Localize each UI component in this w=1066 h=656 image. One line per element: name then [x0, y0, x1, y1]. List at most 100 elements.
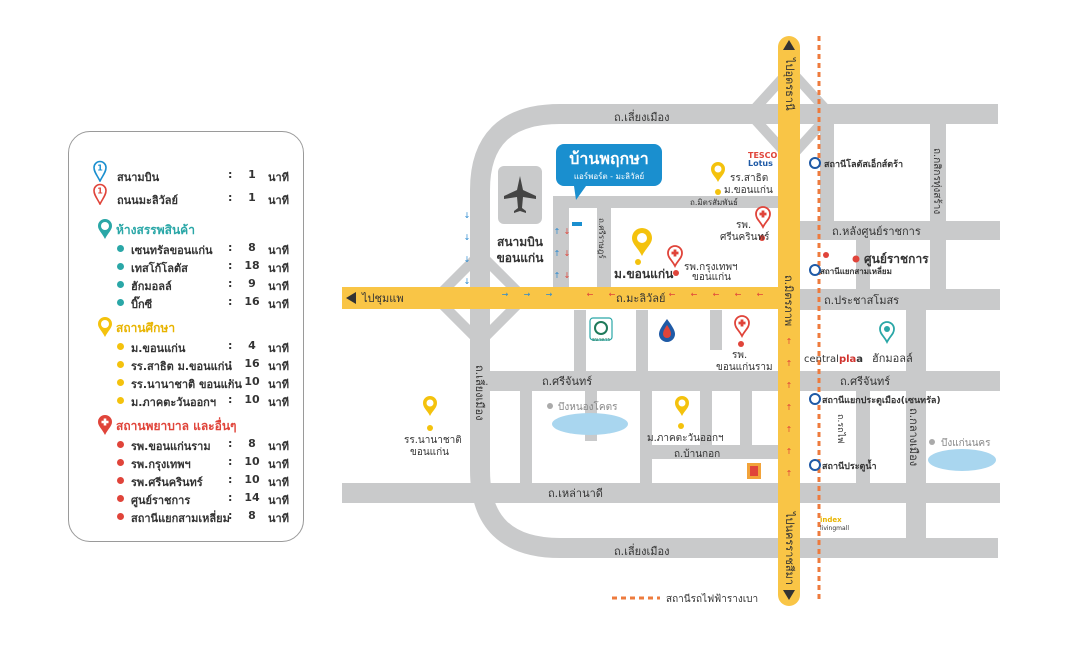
project-callout: บ้านพฤกษา แอร์พอร์ต - มะลิวัลย์	[556, 144, 662, 226]
nong-khot-label: บึงหนองโคตร	[558, 400, 618, 413]
svg-text:↑: ↑	[554, 227, 561, 236]
index-logo-text: livingmall	[820, 525, 849, 532]
hug-mall-label: ฮักมอลล์	[872, 352, 913, 365]
legend-item-name: ฮักมอลล์	[131, 280, 172, 293]
svg-text:←: ←	[587, 290, 594, 299]
svg-text:↓: ↓	[464, 255, 471, 264]
road-mittraphap	[778, 36, 800, 606]
hospital-pin-icon	[734, 315, 750, 339]
road-minor-d	[520, 391, 532, 483]
tesco-logo-text: TESCO	[748, 151, 778, 160]
legend-item-name: รพ.กรุงเทพฯ	[131, 458, 191, 471]
airport-label: สนามบิน	[497, 235, 544, 249]
legend-bullet-icon	[117, 343, 124, 350]
arrow-north-icon	[783, 40, 795, 50]
road-minor-f	[700, 391, 712, 451]
project-name: บ้านพฤกษา	[569, 149, 649, 168]
lake-kaen-nakhon	[928, 449, 996, 471]
srinagarind-label: รพ.	[736, 220, 751, 231]
legend-item-name: สถานีแยกสามเหลี่ยม	[131, 512, 230, 525]
road-label: ถ.กลางเมือง	[907, 408, 920, 466]
road-label: ถ.เหล่านาดี	[548, 487, 603, 500]
index-logo-text: index	[820, 516, 842, 524]
mall-pin-icon	[879, 321, 895, 345]
svg-text:←: ←	[609, 290, 616, 299]
road-label: ถ.เลี่ยงเมือง	[614, 109, 669, 124]
road-airport-access	[553, 196, 569, 304]
svg-text:↑: ↑	[786, 469, 793, 478]
bank-label: ธนาคาร	[592, 337, 610, 343]
road-minor-a	[574, 310, 586, 372]
legend-bullet-icon	[117, 397, 124, 404]
school-pin-icon	[98, 317, 112, 337]
road-khlang-muang	[906, 310, 926, 542]
station-label: สถานีแยกประตูเมือง(เซนทรัล)	[822, 394, 941, 406]
road-label: ถ.มิตรภาพ	[782, 275, 795, 326]
legend-item-airport: 1 สนามบิน : 1 นาที	[69, 160, 305, 184]
road-label: ถ.กสิกรทุ่งสร้าง	[931, 148, 943, 214]
svg-text:↑: ↑	[786, 381, 793, 390]
legend-bullet-icon	[117, 495, 124, 502]
road-minor-i	[856, 391, 870, 483]
legend-item-name: สนามบิน	[117, 171, 160, 184]
svg-text:↓: ↓	[464, 211, 471, 220]
legend-bullet-icon	[117, 245, 124, 252]
road-minor-b	[636, 310, 648, 372]
svg-text:←: ←	[669, 290, 676, 299]
hospital-pin-icon	[755, 206, 771, 230]
legend-item-name: ม.ภาคตะวันออกฯ	[131, 396, 217, 409]
road-label: ถ.ประชาสโมสร	[824, 293, 899, 307]
road-label: ถ.หลังศูนย์ราชการ	[832, 225, 921, 238]
airport-label: ขอนแก่น	[497, 251, 545, 265]
road-lang-sunrachakan	[800, 221, 1000, 240]
ptt-logo-icon	[659, 319, 675, 342]
school-pin-icon	[632, 228, 652, 256]
road-label: ไปชุมแพ	[361, 292, 404, 305]
satit-label: รร.สาธิต	[730, 173, 768, 184]
central-logo-text: centralplaa	[804, 354, 863, 365]
svg-text:↑: ↑	[786, 403, 793, 412]
legend-item-name: รร.นานาชาติ ขอนแก่น	[131, 378, 242, 391]
road-lao-na-di	[342, 483, 1000, 503]
road-label: ถ.มิตรสัมพันธ์	[690, 197, 738, 207]
svg-text:↑: ↑	[554, 271, 561, 280]
road-minor-k	[820, 122, 834, 222]
svg-text:1: 1	[97, 187, 103, 196]
legend-bullet-icon	[117, 477, 124, 484]
road-mitsamphan	[569, 196, 787, 208]
legend-item-name: เซนทรัลขอนแก่น	[131, 244, 213, 257]
khonkaenram-label: ขอนแก่นราม	[716, 362, 773, 373]
legend-item-name: เทสโก้โลตัส	[131, 262, 188, 275]
svg-text:→: →	[546, 290, 553, 299]
lotus-logo-text: Lotus	[748, 159, 773, 168]
school-pin-icon	[423, 396, 437, 416]
road-minor-h	[640, 391, 652, 483]
road-label: ถ.มะลิวัลย์	[616, 292, 665, 305]
svg-text:↓: ↓	[564, 249, 571, 258]
road-maliwan	[342, 287, 798, 309]
seven-eleven-icon	[747, 463, 761, 479]
arrow-south-icon	[783, 590, 795, 600]
legend-item-name: บิ๊กซี	[131, 298, 153, 311]
legend-item-name: รพ.ศรีนครินทร์	[131, 476, 203, 489]
svg-text:←: ←	[735, 290, 742, 299]
station-label: สถานีประตูน้ำ	[822, 459, 877, 472]
legend-bullet-icon	[117, 441, 124, 448]
road-kasikorn	[930, 122, 946, 300]
road-label: ถ.ศรีจันทร์	[542, 375, 592, 388]
road-kku-access	[597, 205, 611, 293]
road-prachasamosorn	[800, 289, 1000, 310]
station-label: สถานีโลตัสเอ็กส์ตร้า	[824, 157, 903, 170]
svg-text:↑: ↑	[786, 337, 793, 346]
legend-item-name: ศูนย์ราชการ	[131, 494, 191, 507]
satit-label: ม.ขอนแก่น	[724, 185, 773, 196]
station-icon	[809, 264, 821, 276]
station-icon	[809, 393, 821, 405]
svg-text:↑: ↑	[554, 249, 561, 258]
svg-text:↑: ↑	[786, 359, 793, 368]
road-label: ถ.บ้านกอก	[674, 448, 720, 460]
